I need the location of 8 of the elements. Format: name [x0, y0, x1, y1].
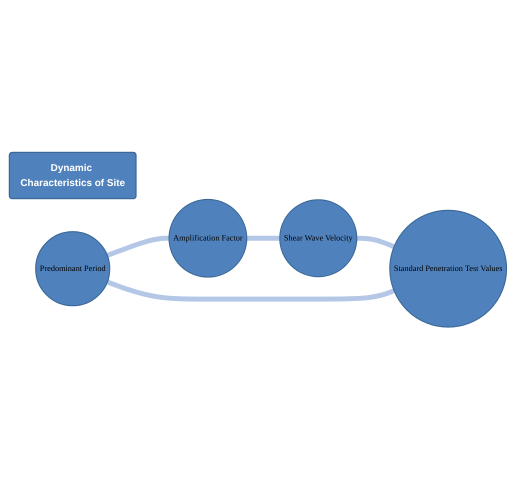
connector [106, 236, 170, 258]
connector [356, 236, 396, 249]
node-circle: Predominant Period [35, 230, 110, 306]
connector [106, 279, 396, 302]
node-circle: Standard Penetration Test Values [389, 210, 508, 328]
node-circle: Amplification Factor [168, 198, 248, 278]
connector [246, 236, 280, 240]
node-circle: Shear Wave Velocity [279, 198, 358, 278]
